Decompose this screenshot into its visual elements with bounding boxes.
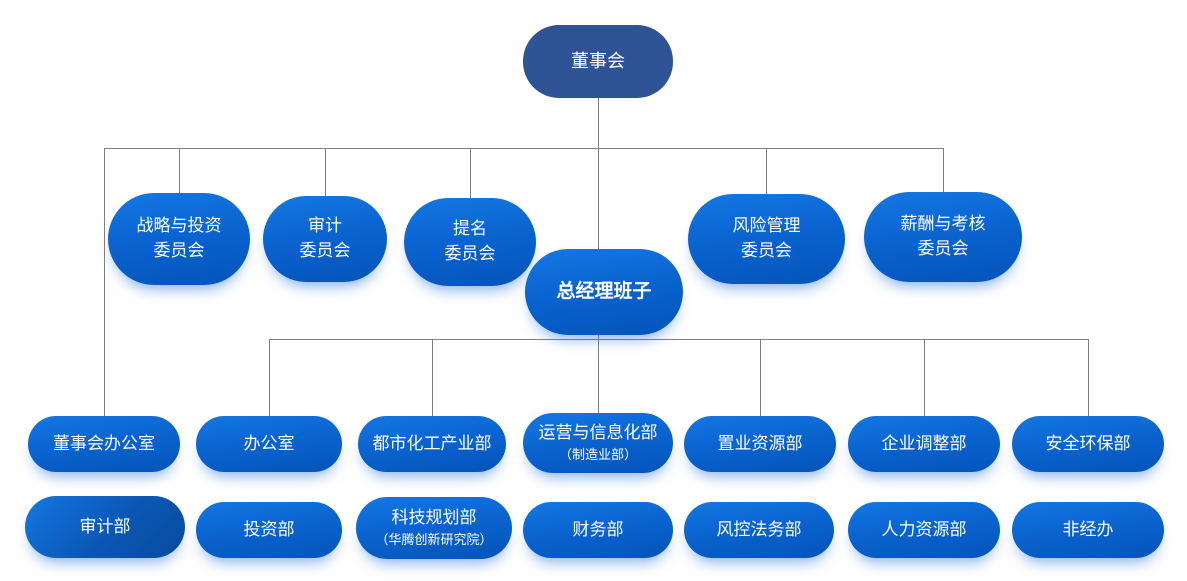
dept-label: 企业调整部 xyxy=(881,433,967,453)
connector-drop-realty xyxy=(760,339,761,417)
connector-drop-compensation-committee xyxy=(943,148,944,193)
safety-environment-dept-node: 安全环保部 xyxy=(1012,416,1164,472)
connector-drop-audit-committee xyxy=(325,148,326,197)
finance-dept-node: 财务部 xyxy=(523,502,673,558)
risk-control-legal-dept-node: 风控法务部 xyxy=(684,502,834,558)
committee-label-line1: 风险管理 xyxy=(732,216,801,236)
dept-label: 人力资源部 xyxy=(881,519,967,539)
dept-label: 审计部 xyxy=(79,516,131,536)
urban-chemical-industry-dept-node: 都市化工产业部 xyxy=(358,416,506,472)
board-of-directors-label: 董事会 xyxy=(571,51,625,72)
compensation-assessment-committee-node: 薪酬与考核 委员会 xyxy=(864,192,1022,282)
connector-drop-safety xyxy=(1088,339,1089,417)
dept-label: 风控法务部 xyxy=(716,519,802,539)
connector-drop-risk-committee xyxy=(766,148,767,195)
committee-label-line2: 委员会 xyxy=(917,239,969,258)
dept-label: 办公室 xyxy=(243,433,295,453)
operations-informatization-dept-node: 运营与信息化部 （制造业部） xyxy=(523,413,673,473)
connector-board-to-gm xyxy=(598,98,599,251)
committee-label-line1: 审计 xyxy=(308,216,342,236)
connector-drop-urban-chemical xyxy=(432,339,433,417)
strategy-investment-committee-node: 战略与投资 委员会 xyxy=(108,193,250,285)
dept-sublabel: （制造业部） xyxy=(558,447,637,463)
dept-label: 都市化工产业部 xyxy=(372,433,492,453)
human-resources-dept-node: 人力资源部 xyxy=(848,502,1000,558)
realty-resources-dept-node: 置业资源部 xyxy=(684,416,836,472)
connector-drop-operations xyxy=(598,339,599,415)
investment-dept-node: 投资部 xyxy=(196,502,342,558)
audit-dept-node: 审计部 xyxy=(25,496,185,558)
connector-level1-bus xyxy=(104,148,944,149)
dept-label: 董事会办公室 xyxy=(53,433,155,453)
connector-level2-bus xyxy=(269,339,1088,340)
dept-label: 财务部 xyxy=(572,519,624,539)
connector-drop-board-office xyxy=(104,148,105,417)
non-operating-office-node: 非经办 xyxy=(1012,502,1164,558)
dept-label: 置业资源部 xyxy=(717,433,803,453)
office-dept-node: 办公室 xyxy=(196,416,342,472)
committee-label-line2: 委员会 xyxy=(444,244,496,263)
dept-label: 安全环保部 xyxy=(1045,433,1131,453)
dept-label: 运营与信息化部 xyxy=(538,422,658,442)
committee-label-line2: 委员会 xyxy=(299,241,351,260)
dept-label: 非经办 xyxy=(1062,519,1114,539)
dept-label: 投资部 xyxy=(243,519,295,539)
committee-label-line1: 提名 xyxy=(453,219,487,239)
enterprise-adjustment-dept-node: 企业调整部 xyxy=(848,416,1000,472)
connector-gm-to-level2 xyxy=(598,333,599,340)
board-of-directors-node: 董事会 xyxy=(523,25,673,98)
nomination-committee-node: 提名 委员会 xyxy=(404,198,536,286)
dept-sublabel: （华腾创新研究院） xyxy=(375,532,493,548)
committee-label-line1: 薪酬与考核 xyxy=(900,214,986,234)
general-manager-team-node: 总经理班子 xyxy=(525,249,683,335)
connector-drop-enterprise-adjustment xyxy=(924,339,925,417)
connector-drop-nomination-committee xyxy=(470,148,471,199)
audit-committee-node: 审计 委员会 xyxy=(263,196,387,282)
connector-drop-office xyxy=(269,339,270,417)
general-manager-team-label: 总经理班子 xyxy=(556,281,652,303)
committee-label-line2: 委员会 xyxy=(741,241,792,260)
committee-label-line1: 战略与投资 xyxy=(136,216,222,236)
tech-planning-dept-node: 科技规划部 （华腾创新研究院） xyxy=(356,497,512,559)
committee-label-line2: 委员会 xyxy=(153,241,205,260)
risk-management-committee-node: 风险管理 委员会 xyxy=(688,194,845,284)
dept-label: 科技规划部 xyxy=(391,507,477,527)
connector-drop-strategy-committee xyxy=(179,148,180,194)
board-office-dept-node: 董事会办公室 xyxy=(28,416,180,472)
